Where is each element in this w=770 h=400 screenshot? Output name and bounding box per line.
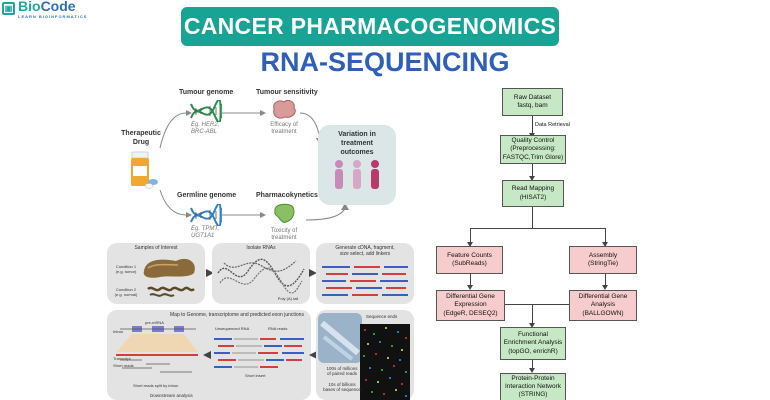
flow-connector bbox=[532, 207, 533, 229]
toxicity-note: Toxicity of treatment bbox=[270, 228, 298, 242]
rna-reads-label: RNA reads bbox=[268, 326, 288, 331]
germline-genome-label: Germline genome bbox=[177, 192, 237, 199]
isolate-rna-panel bbox=[212, 243, 310, 304]
condition-2-label: Condition 2 (e.g. normal) bbox=[114, 287, 138, 297]
genome-alignment-image bbox=[116, 326, 198, 373]
feature-counts-box: Feature Counts (SubReads) bbox=[436, 246, 503, 274]
tumour-genome-label: Tumour genome bbox=[179, 89, 234, 96]
intron-label: Intron bbox=[113, 329, 124, 334]
flow-connector bbox=[532, 360, 533, 372]
dge-left-box: Differential Gene Expression (EdgeR, DES… bbox=[436, 290, 505, 321]
flow-connector bbox=[605, 274, 606, 288]
flow-connector bbox=[470, 274, 471, 288]
flow-connector bbox=[532, 164, 533, 180]
condition-1-label: Condition 1 (e.g. tumor) bbox=[115, 264, 137, 274]
flowcell-photo bbox=[318, 313, 362, 363]
tumour-icon bbox=[273, 99, 296, 119]
polya-label: Poly (A) tail bbox=[277, 296, 299, 301]
sequence-ends-label: Sequence ends bbox=[366, 314, 398, 319]
dna-helix-icon bbox=[190, 100, 222, 122]
flow-arrowhead bbox=[602, 285, 608, 290]
samples-title: Samples of Interest bbox=[134, 245, 178, 251]
flow-connector bbox=[505, 304, 569, 305]
generate-cdna-label: Generate cDNA, fragment, size select, ad… bbox=[335, 245, 395, 257]
flow-arrowhead bbox=[529, 176, 535, 181]
logo-name-part1: Bio bbox=[18, 0, 41, 14]
flow-arrowhead bbox=[529, 368, 535, 373]
short-reads-split-label: Short reads split by intron bbox=[133, 383, 179, 388]
tumour-sensitivity-label: Tumour sensitivity bbox=[256, 89, 318, 96]
tumour-genome-examples: Eg. HER2, BRC-ABL bbox=[191, 122, 220, 136]
arrow-right-icon bbox=[206, 269, 214, 277]
short-insert-label: Short insert bbox=[245, 373, 266, 378]
unsequenced-rna-label: Unsequenced RNA bbox=[215, 326, 250, 331]
flow-arrowhead bbox=[467, 285, 473, 290]
flow-arrowhead bbox=[602, 242, 608, 247]
ppi-network-box: Protein-Protein Interaction Network (STR… bbox=[500, 373, 566, 400]
paired-reads-image bbox=[214, 338, 304, 368]
cdna-fragments-image bbox=[322, 266, 408, 296]
therapeutic-drug-label: Therapeutic Drug bbox=[121, 130, 161, 147]
efficacy-note: Efficacy of treatment bbox=[270, 122, 298, 136]
billions-bases-label: 10s of billions bases of sequence bbox=[323, 382, 361, 393]
millions-reads-label: 100s of millions of paired reads bbox=[326, 366, 358, 377]
short-reads-label: Short reads bbox=[113, 363, 134, 368]
pharmacokynetics-label: Pharmacokynetics bbox=[256, 192, 318, 199]
map-title: Map to Genome, transcriptome and predict… bbox=[170, 312, 304, 318]
downstream-label: Downstream analysis bbox=[150, 393, 193, 398]
flow-connector bbox=[470, 228, 471, 246]
laptop-icon: ▣ bbox=[2, 1, 15, 15]
pill-bottle-icon bbox=[131, 151, 158, 189]
people-icon bbox=[335, 160, 379, 190]
dge-right-box: Differential Gene Analysis (BALLGOWN) bbox=[569, 290, 637, 321]
raw-dataset-box: Raw Dataset fastq, bam bbox=[502, 88, 563, 116]
flow-connector bbox=[605, 228, 606, 246]
logo-tagline: LEARN BIOINFORMATICS bbox=[18, 13, 88, 19]
biocode-logo: ▣ BioCode LEARN BIOINFORMATICS bbox=[2, 0, 88, 19]
arrow-left-icon bbox=[203, 351, 211, 359]
arrow-right-icon bbox=[309, 269, 317, 277]
dna-helix-icon bbox=[190, 204, 222, 226]
flow-connector bbox=[470, 228, 606, 229]
flow-arrowhead bbox=[467, 242, 473, 247]
logo-name-part2: Code bbox=[40, 0, 76, 14]
title-banner: CANCER PHARMACOGENOMICS bbox=[181, 7, 559, 46]
variation-outcomes-box: Variation in treatment outcomes bbox=[318, 125, 396, 205]
tissue-samples-image bbox=[143, 258, 195, 297]
rna-strands-image bbox=[217, 258, 305, 294]
transcript-label: Transcript bbox=[113, 356, 131, 361]
functional-enrichment-box: Functional Enrichment Analysis (topGO, e… bbox=[500, 327, 566, 360]
arrow-left-icon bbox=[309, 351, 317, 359]
assembly-box: Assembly (StringTie) bbox=[569, 246, 637, 274]
sequencing-clusters-image bbox=[360, 324, 410, 400]
flow-connector bbox=[532, 304, 533, 326]
flow-arrowhead bbox=[529, 323, 535, 328]
isolate-rna-label: Isolate RNAs bbox=[246, 245, 276, 251]
read-mapping-box: Read Mapping (HISAT2) bbox=[502, 180, 564, 207]
premrna-label: pre-mRNA bbox=[145, 320, 164, 325]
germline-genome-examples: Eg. TPMT, UGT1A1 bbox=[191, 226, 220, 240]
flow-connector bbox=[532, 116, 533, 137]
data-retrieval-label: Data Retrieval bbox=[535, 122, 570, 128]
page-subtitle: RNA-SEQUENCING bbox=[260, 47, 510, 77]
liver-icon bbox=[274, 203, 295, 223]
quality-control-box: Quality Control (Preprocessing: FASTQC,T… bbox=[500, 135, 566, 164]
